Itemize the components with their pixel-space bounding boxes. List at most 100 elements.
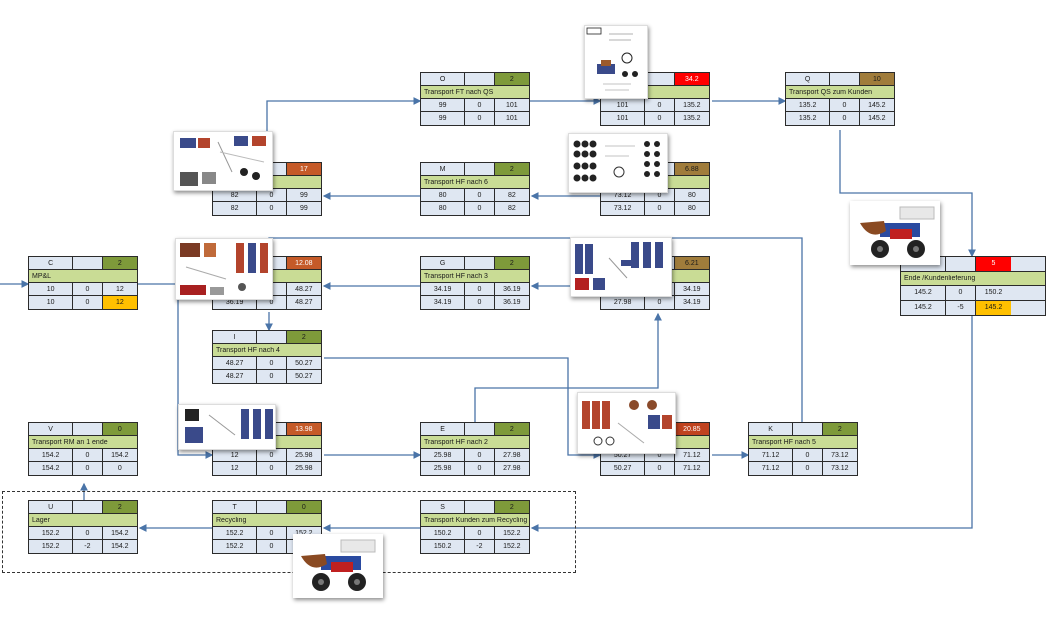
arrow-I-to-hf5 <box>324 357 602 459</box>
spacer-cell <box>946 257 976 271</box>
activity-id: S <box>421 501 466 513</box>
cell-es: 152.2 <box>213 527 258 539</box>
duration-cell: 2 <box>494 163 530 175</box>
cell-ef: 145.2 <box>868 101 886 109</box>
duration-cell: 2 <box>494 501 530 513</box>
arrow-C-down-to-hf2 <box>177 284 214 459</box>
cell-lf: 50.27 <box>295 373 313 380</box>
cell-tf: 0 <box>465 296 495 309</box>
cell-ft <box>257 283 287 295</box>
cell-ls: 101 <box>601 112 646 125</box>
assembly-sheet-image-6 <box>178 404 276 450</box>
cell-ls: 48.27 <box>213 370 258 383</box>
cell-tf: 0 <box>73 462 103 475</box>
cell-ef: 80 <box>687 191 696 199</box>
cell-ft: 0 <box>73 449 103 461</box>
cell-es: 145.2 <box>901 286 946 300</box>
cell-es: 12 <box>213 449 258 461</box>
activity-id: I <box>213 331 258 343</box>
cell-ft: 0 <box>257 449 287 461</box>
duration-cell: 10 <box>859 73 895 85</box>
cell-lf: 71.12 <box>683 465 701 472</box>
activity-id: O <box>421 73 466 85</box>
cell-ft: 0 <box>465 189 495 201</box>
cell-es: 71.12 <box>749 449 794 461</box>
spacer-cell <box>465 163 495 175</box>
assembly-sheet-image-2 <box>584 25 648 99</box>
duration-cell: 2 <box>822 423 858 435</box>
activity-id: V <box>29 423 74 435</box>
cell-ls: 145.2 <box>901 300 946 315</box>
cell-ft: 0 <box>946 286 976 300</box>
cell-ft: 0 <box>73 527 103 539</box>
duration-cell: 0 <box>102 423 138 435</box>
cell-tf: 0 <box>257 462 287 475</box>
cell-ls: 135.2 <box>786 112 831 125</box>
activity-id: Q <box>786 73 831 85</box>
duration-cell: 2 <box>494 423 530 435</box>
cell-ft: 0 <box>645 449 675 461</box>
arrow-E-up-to-hf3 <box>474 312 662 422</box>
cell-ls: 71.12 <box>749 462 794 475</box>
cell-ls: 152.2 <box>29 540 74 553</box>
cell-es: 80 <box>421 189 466 201</box>
cell-ef: 154.2 <box>111 451 129 459</box>
duration-cell: 2 <box>494 73 530 85</box>
cell-ls: 10 <box>29 296 74 309</box>
duration-cell: 2 <box>286 331 322 343</box>
cell-tf: -2 <box>465 540 495 553</box>
cell-lf: 154.2 <box>111 543 129 550</box>
cell-ef: 27.98 <box>503 451 521 459</box>
duration-cell: 0 <box>286 501 322 513</box>
cell-es: 99 <box>421 99 466 111</box>
cell-tf: 0 <box>257 296 287 309</box>
cell-ls: 154.2 <box>29 462 74 475</box>
cell-ef: 152.2 <box>503 529 521 537</box>
cell-tf: 0 <box>257 202 287 215</box>
cell-lf: 82 <box>507 205 516 212</box>
activity-id: K <box>749 423 794 435</box>
cell-lf: 145.2 <box>976 300 1011 315</box>
cell-ls: 34.19 <box>421 296 466 309</box>
activity-id <box>901 257 946 271</box>
activity-name: Transport HF nach 3 <box>424 272 488 280</box>
cell-ft: 0 <box>645 189 675 201</box>
cell-ef: 36.19 <box>503 285 521 293</box>
cell-ef: 82 <box>507 191 516 199</box>
duration-cell: 34.2 <box>674 73 710 85</box>
cell-es: 34.19 <box>421 283 466 295</box>
cell-ef: 135.2 <box>683 101 701 109</box>
cell-tf: 0 <box>645 296 675 309</box>
cell-ft: 0 <box>830 99 860 111</box>
cell-lf: 99 <box>299 205 308 212</box>
spacer-cell <box>73 501 103 513</box>
cell-ft: 0 <box>645 99 675 111</box>
cell-lf: 36.19 <box>503 299 521 306</box>
cell-ls: 50.27 <box>601 462 646 475</box>
cell-ef: 25.98 <box>295 451 313 459</box>
cell-lf: 27.98 <box>503 465 521 472</box>
cell-es: 48.27 <box>213 357 258 369</box>
duration-cell: 2 <box>102 501 138 513</box>
cell-es: 25.98 <box>421 449 466 461</box>
duration-cell: 17 <box>286 163 322 175</box>
cell-tf: 0 <box>465 462 495 475</box>
cell-ft: 0 <box>257 357 287 369</box>
cell-ft: 0 <box>257 527 287 539</box>
cell-ft: 0 <box>465 527 495 539</box>
cell-ef: 73.12 <box>831 451 849 459</box>
duration-cell: 2 <box>102 257 138 269</box>
activity-id: T <box>213 501 258 513</box>
spacer-cell <box>465 257 495 269</box>
cell-ft: 0 <box>73 283 103 295</box>
cell-ft: 0 <box>257 189 287 201</box>
